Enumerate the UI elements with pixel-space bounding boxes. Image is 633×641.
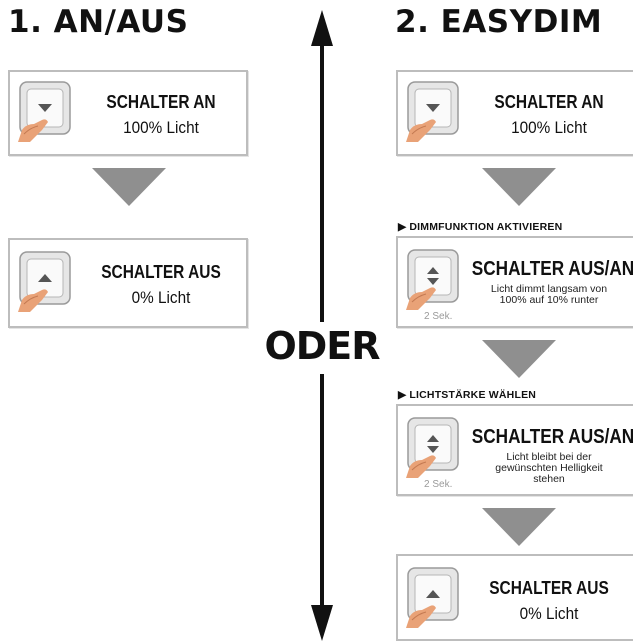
card-subtitle: 100% Licht	[123, 118, 199, 137]
switch-down-icon	[18, 81, 71, 142]
right-card-dimmfunktion: SCHALTER AUS/AN Licht dimmt langsam von …	[396, 236, 633, 328]
right-card-schalter-an: SCHALTER AN 100% Licht	[396, 70, 633, 156]
left-card-schalter-aus: SCHALTER AUS 0% Licht	[8, 238, 248, 328]
card-subtitle: 100% Licht	[511, 118, 587, 137]
oder-label: ODER	[258, 322, 386, 370]
card-subtitle: 0% Licht	[519, 604, 579, 623]
section-label-lichtstaerke: ▶ LICHTSTÄRKE WÄHLEN	[398, 389, 537, 401]
right-card-schalter-aus: SCHALTER AUS 0% Licht	[396, 554, 633, 641]
right-flow-arrow-2	[482, 340, 556, 378]
arrow-shaft-bottom	[320, 374, 324, 614]
right-heading: 2. EASYDIM	[395, 4, 603, 40]
switch-up-icon	[406, 567, 459, 628]
duration-label: 2 Sek.	[424, 479, 453, 490]
switch-up-icon	[18, 251, 71, 312]
left-card-schalter-an: SCHALTER AN 100% Licht	[8, 70, 248, 156]
card-title: SCHALTER AUS/AN	[471, 426, 633, 448]
card-description: Licht bleibt bei der gewünschten Helligk…	[495, 451, 603, 485]
right-flow-arrow-1	[482, 168, 556, 206]
arrow-head-down	[311, 605, 333, 641]
card-title: SCHALTER AUS	[101, 262, 221, 282]
section-label-dimmfunktion: ▶ DIMMFUNKTION AKTIVIEREN	[398, 221, 563, 233]
switch-down-icon	[406, 81, 459, 142]
card-description: Licht dimmt langsam von 100% auf 10% run…	[490, 283, 608, 306]
right-flow-arrow-3	[482, 508, 556, 546]
left-heading: 1. AN/AUS	[8, 4, 189, 40]
card-title: SCHALTER AUS	[489, 578, 609, 598]
card-subtitle: 0% Licht	[131, 288, 191, 307]
card-title: SCHALTER AN	[106, 92, 216, 112]
vertical-double-arrow	[311, 10, 333, 641]
arrow-head-up	[311, 10, 333, 46]
arrow-shaft-top	[320, 44, 324, 334]
switch-updown-icon	[406, 249, 459, 310]
card-title: SCHALTER AN	[494, 92, 604, 112]
duration-label: 2 Sek.	[424, 311, 453, 322]
right-card-lichtstaerke: SCHALTER AUS/AN Licht bleibt bei der gew…	[396, 404, 633, 496]
switch-updown-icon	[406, 417, 459, 478]
left-flow-arrow-1	[92, 168, 166, 206]
card-title: SCHALTER AUS/AN	[471, 258, 633, 280]
